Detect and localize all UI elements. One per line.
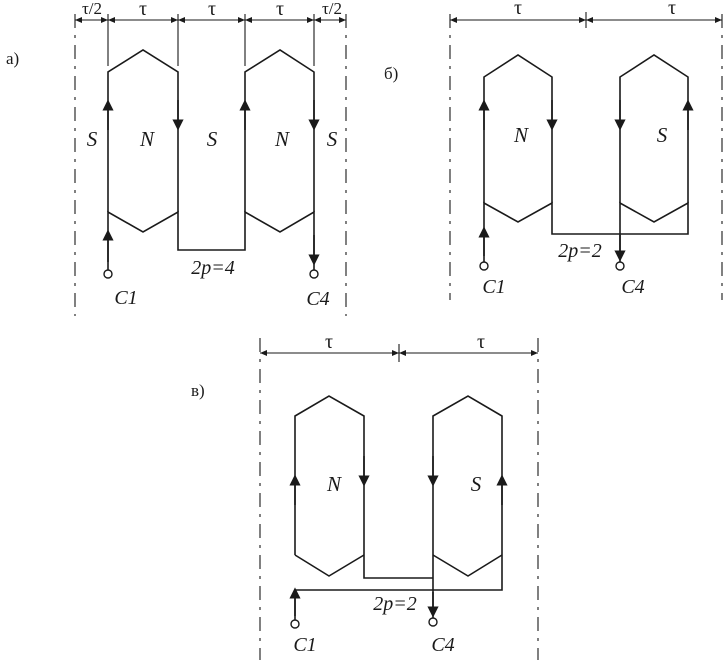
dim-arrow-icon — [101, 17, 108, 23]
dim-arrow-icon — [392, 350, 399, 356]
terminal-label: C1 — [482, 276, 505, 298]
dim-arrow-icon — [260, 350, 267, 356]
dim-arrow-icon — [586, 17, 593, 23]
pole-label: N — [274, 127, 290, 151]
terminal-c4-icon — [428, 617, 438, 627]
dim-arrow-icon — [75, 17, 82, 23]
panel-a-label: а) — [6, 49, 19, 68]
terminal-c1-icon — [290, 619, 300, 629]
coil-end-turn — [294, 554, 365, 577]
pitch-label: τ — [514, 0, 522, 19]
pole-label: N — [326, 472, 342, 496]
dim-arrow-icon — [579, 17, 586, 23]
pole-label: S — [657, 123, 668, 147]
terminal-c1-icon — [479, 261, 489, 271]
dim-arrow-icon — [531, 350, 538, 356]
panel-c-label: в) — [191, 381, 205, 400]
terminal-label: C1 — [114, 287, 137, 309]
pitch-label: τ/2 — [82, 0, 102, 18]
dim-arrow-icon — [108, 17, 115, 23]
terminal-label: C4 — [306, 288, 329, 310]
pitch-label: τ — [208, 0, 216, 20]
panel-c: в) τ τ N S 2p=2 C1 C4 — [191, 331, 539, 660]
terminal-label: C4 — [431, 634, 454, 656]
dim-arrow-icon — [715, 17, 722, 23]
dim-arrow-icon — [339, 17, 346, 23]
coil-end-connection — [107, 210, 315, 258]
pole-label: N — [513, 123, 529, 147]
pitch-label: τ — [668, 0, 676, 19]
pole-count-label: 2p=2 — [558, 240, 602, 262]
terminal-label: C1 — [293, 634, 316, 656]
pole-label: N — [139, 127, 155, 151]
pole-label: S — [87, 127, 98, 151]
terminal-c4-icon — [615, 261, 625, 271]
panel-b-label: б) — [384, 64, 398, 83]
coil-end-connection — [483, 201, 689, 255]
terminal-c1-icon — [103, 269, 113, 279]
dim-arrow-icon — [238, 17, 245, 23]
dim-arrow-icon — [178, 17, 185, 23]
dim-arrow-icon — [450, 17, 457, 23]
panel-a: а) τ/2 τ τ τ τ/2 — [6, 0, 347, 316]
dim-arrow-icon — [307, 17, 314, 23]
dim-arrow-icon — [171, 17, 178, 23]
dim-arrow-icon — [399, 350, 406, 356]
dim-arrow-icon — [314, 17, 321, 23]
pitch-label: τ — [276, 0, 284, 20]
coil-outline — [294, 395, 433, 579]
panel-b: б) τ τ N S 2p=2 C1 C4 — [384, 0, 723, 300]
pitch-label: τ — [477, 331, 485, 353]
pole-label: S — [327, 127, 338, 151]
coil-outline — [619, 54, 689, 203]
pole-count-label: 2p=2 — [373, 593, 417, 615]
coil-end-turn — [432, 554, 503, 577]
terminal-label: C4 — [621, 276, 644, 298]
pitch-label: τ — [139, 0, 147, 20]
pitch-label: τ — [325, 331, 333, 353]
pole-label: S — [207, 127, 218, 151]
pole-label: S — [471, 472, 482, 496]
pole-count-label: 2p=4 — [191, 257, 235, 279]
dim-arrow-icon — [245, 17, 252, 23]
pitch-label: τ/2 — [322, 0, 342, 18]
terminal-c4-icon — [309, 269, 319, 279]
